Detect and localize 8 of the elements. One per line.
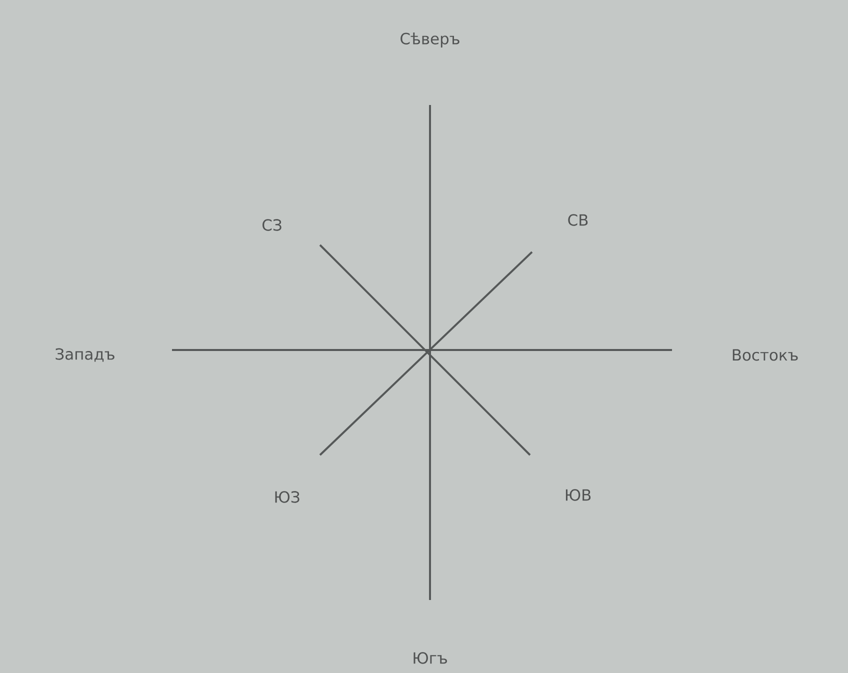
direction-label: Западъ: [56, 348, 114, 362]
direction-label: СВ: [568, 214, 588, 226]
direction-label: ЮЗ: [275, 491, 300, 503]
direction-label: Востокъ: [732, 349, 798, 361]
direction-label: Сѣверъ: [400, 32, 460, 48]
direction-label: СЗ: [262, 219, 282, 231]
direction-label: Югъ: [414, 652, 447, 664]
direction-label: ЮВ: [566, 489, 591, 501]
